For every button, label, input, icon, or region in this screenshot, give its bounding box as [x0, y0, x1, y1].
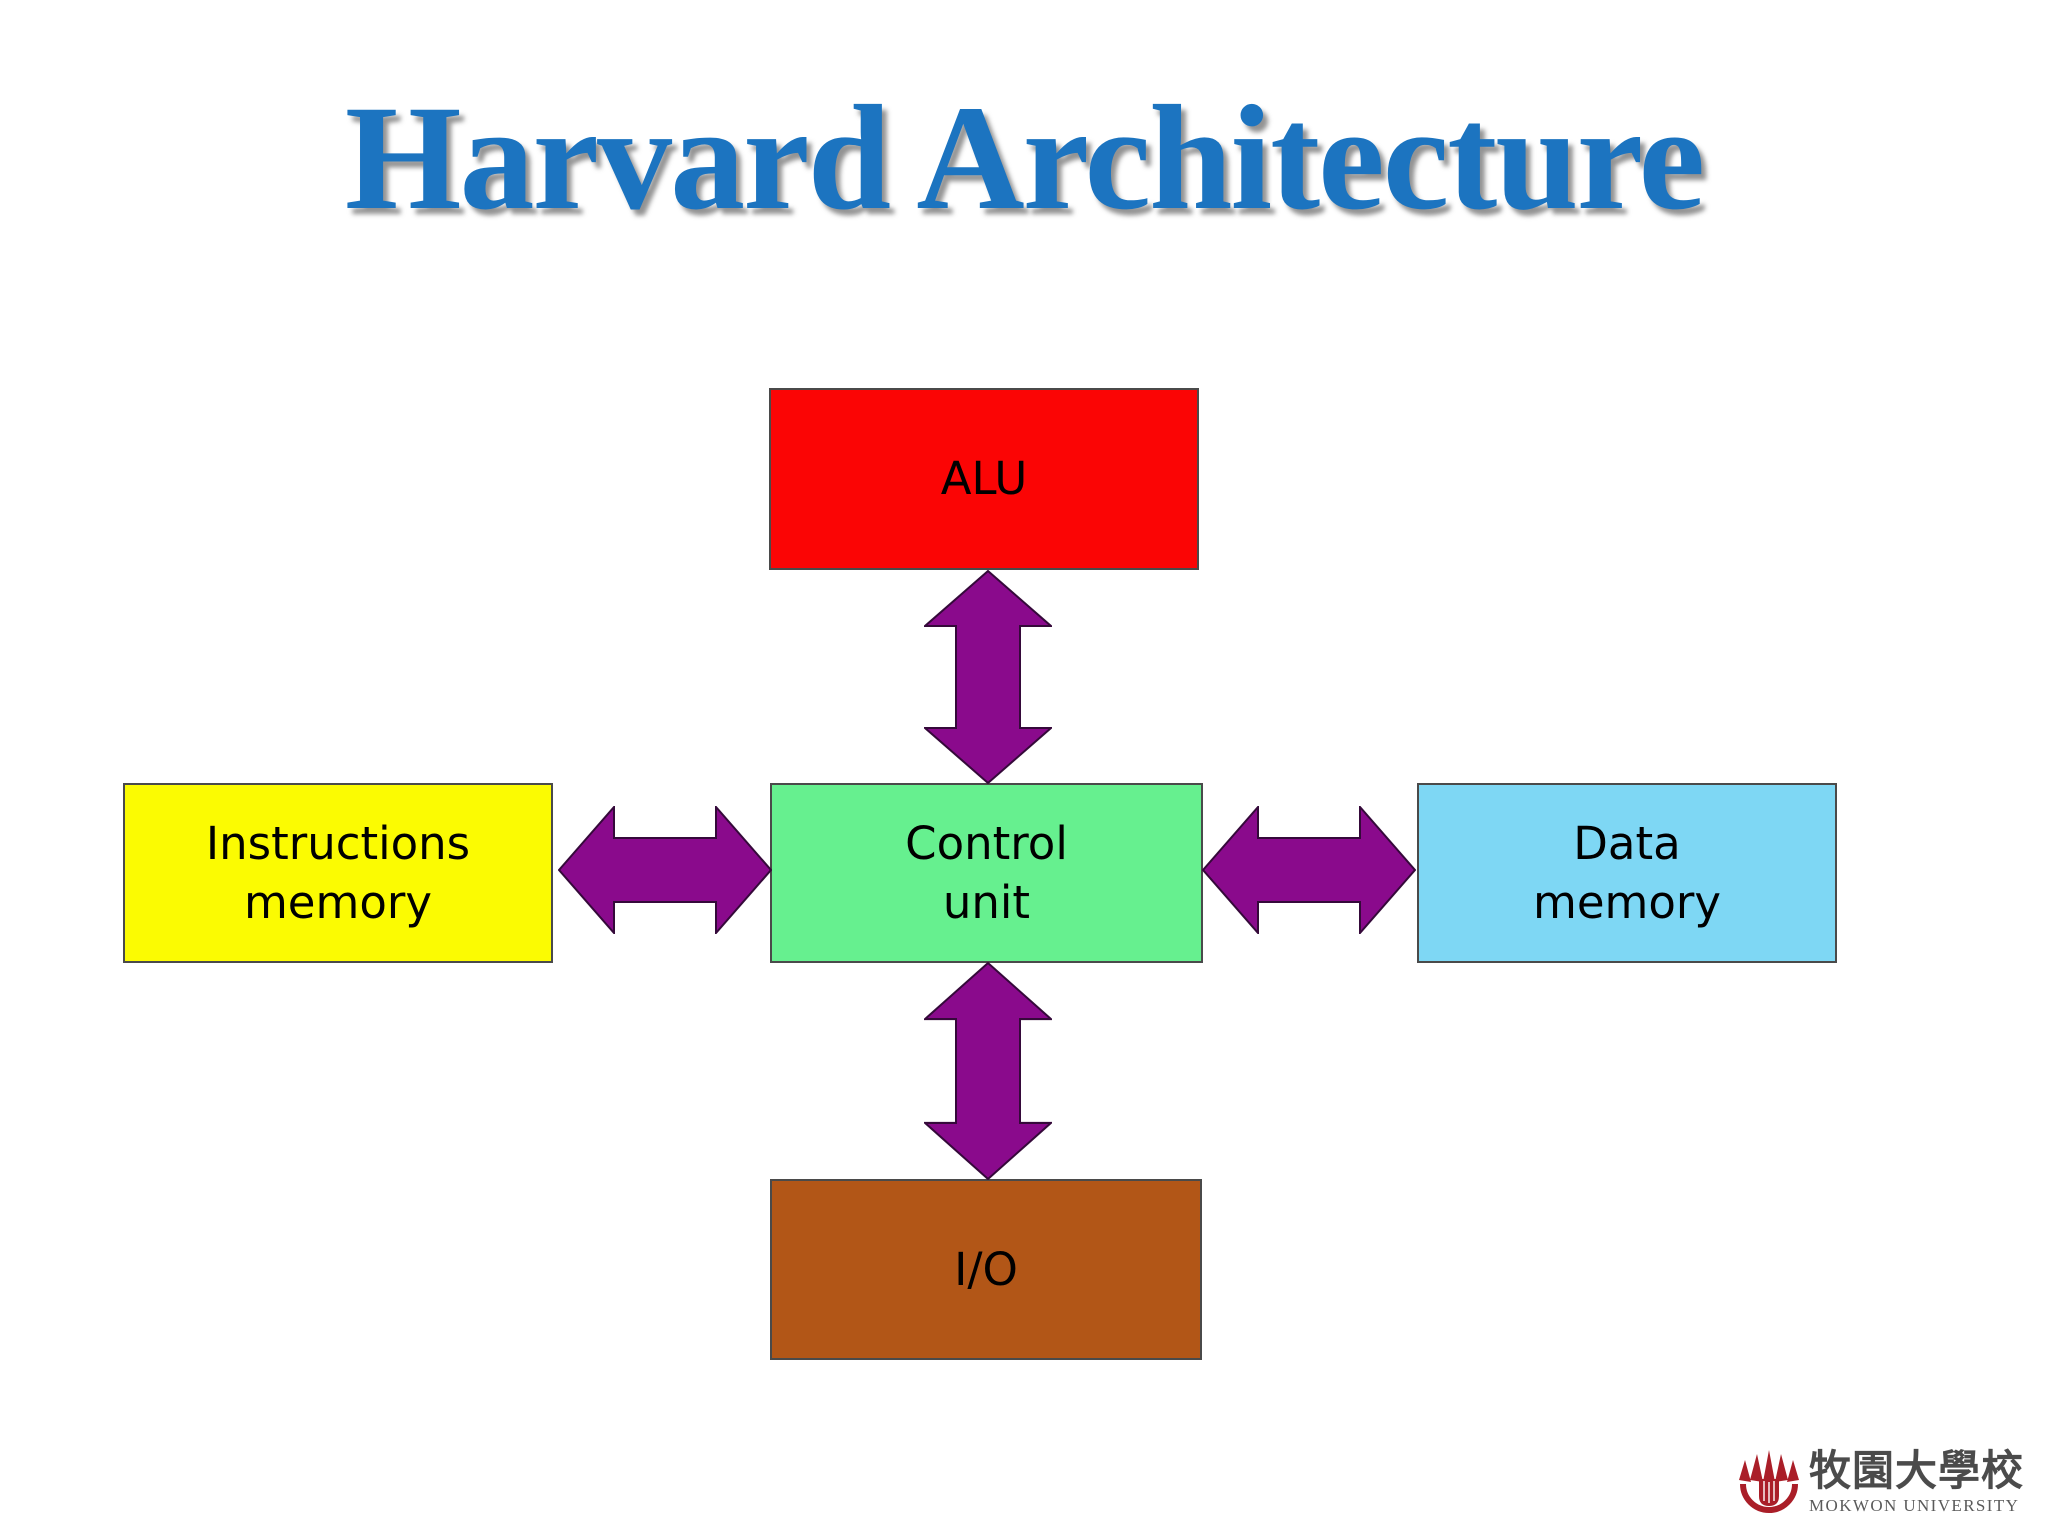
university-logo: 牧園大學校 MOKWON UNIVERSITY: [1737, 1446, 2025, 1524]
data-memory-box: Data memory: [1417, 783, 1837, 963]
double-arrow-icon-instructions-control: [558, 806, 772, 934]
university-name-korean: 牧園大學校: [1809, 1446, 2025, 1495]
double-arrow-shape: [1202, 806, 1416, 934]
logo-text-block: 牧園大學校 MOKWON UNIVERSITY: [1809, 1446, 2025, 1516]
control-unit-box: Control unit: [770, 783, 1203, 963]
page-title: Harvard Architecture: [344, 75, 1705, 241]
double-arrow-shape: [558, 806, 772, 934]
mokwon-emblem-icon: [1739, 1450, 1799, 1513]
instructions-memory-box: Instructions memory: [123, 783, 553, 963]
double-arrow-icon-control-data: [1202, 806, 1416, 934]
double-arrow-shape: [924, 570, 1052, 784]
io-box: I/O: [770, 1179, 1202, 1360]
alu-box: ALU: [769, 388, 1199, 570]
double-arrow-icon-alu-control: [924, 570, 1052, 784]
double-arrow-icon-control-io: [924, 962, 1052, 1180]
university-name-english: MOKWON UNIVERSITY: [1809, 1496, 2020, 1516]
double-arrow-shape: [924, 962, 1052, 1180]
